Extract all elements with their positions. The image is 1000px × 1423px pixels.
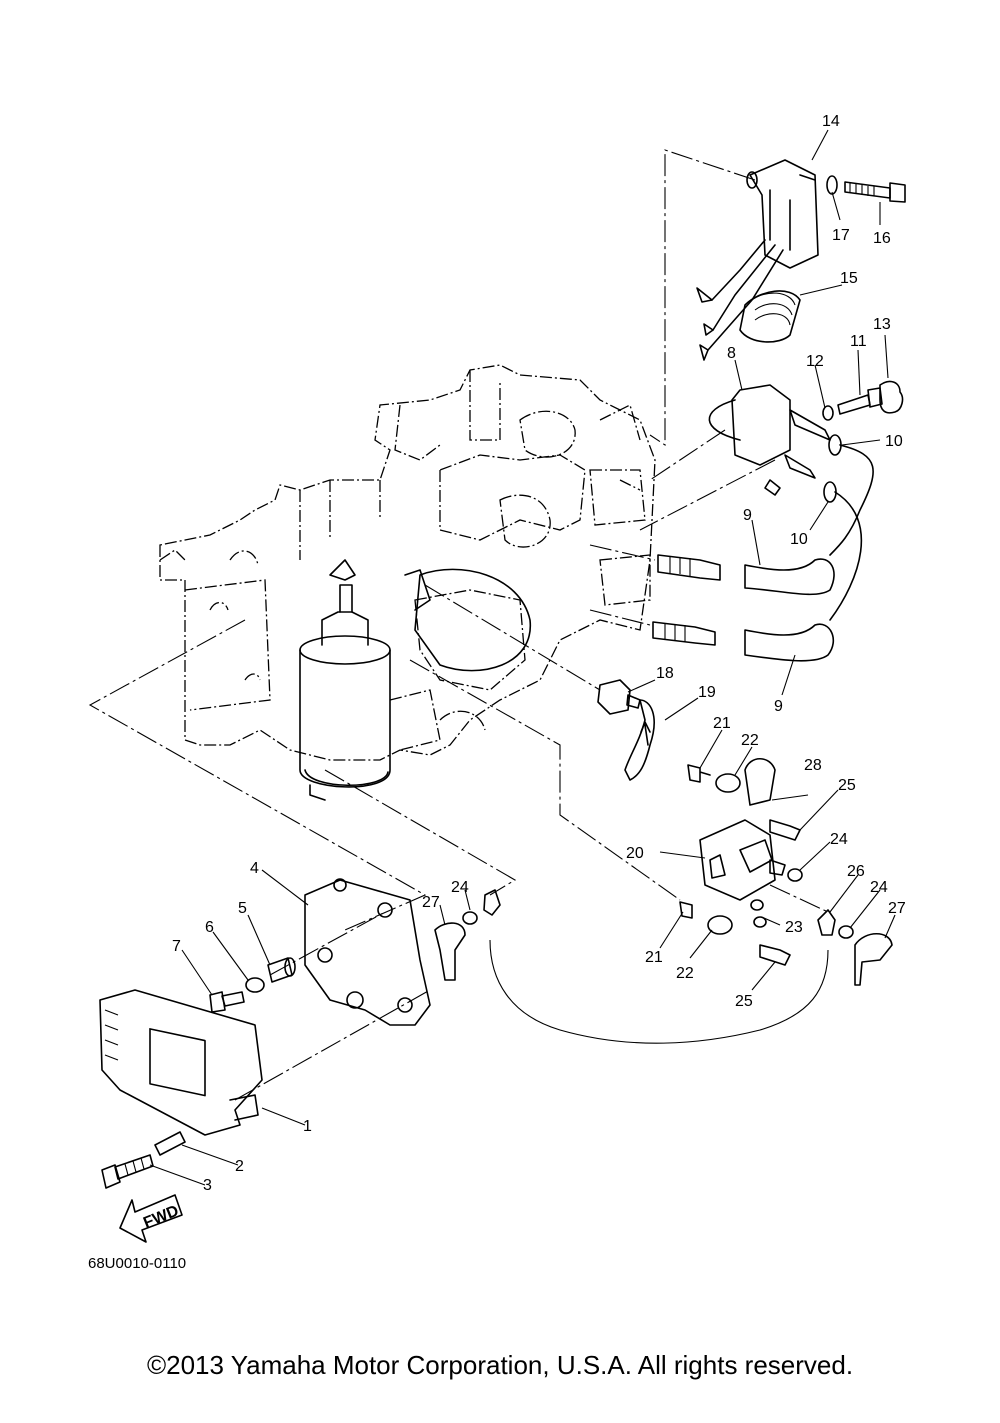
arrow-19 — [640, 721, 651, 746]
callout-4: 4 — [250, 860, 259, 877]
washer-12 — [822, 405, 834, 421]
ignition-coil — [696, 159, 819, 361]
grommet-5 — [267, 957, 296, 983]
callout-15: 15 — [840, 270, 858, 287]
nut-24-right — [838, 925, 854, 939]
callout-19: 19 — [698, 684, 716, 701]
grommet-22-lower — [707, 915, 733, 935]
callout-9b: 9 — [774, 698, 783, 715]
callout-11: 11 — [850, 333, 867, 350]
corrugated-tube-15 — [739, 290, 801, 343]
connect-thermo — [424, 584, 601, 691]
callout-21b: 21 — [645, 949, 663, 966]
callout-1: 1 — [303, 1118, 312, 1135]
callout-23: 23 — [785, 919, 803, 936]
copyright-notice: ©2013 Yamaha Motor Corporation, U.S.A. A… — [146, 1350, 854, 1380]
callout-12: 12 — [806, 353, 824, 370]
callout-labels: 1 2 3 4 5 6 7 8 9 9 10 10 11 12 13 14 15… — [172, 113, 906, 1194]
callout-9a: 9 — [743, 507, 752, 524]
callout-6: 6 — [205, 919, 214, 936]
callout-10b: 10 — [790, 531, 808, 548]
callout-24c: 24 — [451, 879, 469, 896]
cap-27-left — [434, 922, 466, 981]
callout-17: 17 — [832, 227, 850, 244]
fwd-arrow: FWD — [119, 1194, 183, 1243]
callout-21a: 21 — [713, 715, 731, 732]
nut-24-left — [462, 911, 478, 925]
callout-25b: 25 — [735, 993, 753, 1010]
callout-2: 2 — [235, 1158, 244, 1175]
connect-coil8 — [639, 429, 776, 531]
washer-left — [746, 171, 758, 189]
washer-17 — [826, 175, 838, 195]
lead-terminal-26 — [817, 909, 836, 936]
callout-25a: 25 — [838, 777, 856, 794]
cap-27-right — [854, 932, 893, 986]
nut-24-a — [787, 868, 803, 882]
callout-24b: 24 — [870, 879, 888, 896]
connect-plugs — [589, 544, 656, 626]
callout-8: 8 — [727, 345, 736, 362]
callout-28: 28 — [804, 757, 822, 774]
bolt-7 — [209, 991, 245, 1013]
clamp-28 — [744, 757, 776, 806]
callout-leaders — [149, 129, 896, 1186]
bolt-21-lower — [679, 901, 693, 919]
connect-bracket — [269, 911, 386, 976]
callout-13: 13 — [873, 316, 891, 333]
cap-19 — [624, 699, 655, 781]
callout-22a: 22 — [741, 732, 759, 749]
connect-cdi-front — [234, 989, 431, 1101]
battery-cable — [489, 939, 829, 1044]
plug-cap-9a — [744, 558, 835, 596]
ignition-coil-8 — [708, 384, 831, 496]
callout-27a: 27 — [888, 900, 906, 917]
connect-regulator — [409, 659, 681, 901]
cdi-unit-1 — [99, 989, 263, 1136]
callout-5: 5 — [238, 900, 247, 917]
callout-26: 26 — [847, 863, 865, 880]
callout-16: 16 — [873, 230, 891, 247]
clamp-13 — [879, 380, 904, 414]
bolt-16 — [844, 181, 906, 203]
connect-starter-cable — [324, 769, 517, 896]
callout-27b: 27 — [422, 894, 440, 911]
collar-6 — [245, 977, 265, 993]
callout-14: 14 — [822, 113, 840, 130]
rectifier-regulator-20 — [699, 819, 786, 901]
callout-24a: 24 — [830, 831, 848, 848]
bolt-21-upper — [687, 764, 711, 783]
callout-22b: 22 — [676, 965, 694, 982]
drawing-code: 68U0010-0110 — [88, 1255, 186, 1272]
spark-plug-upper — [657, 554, 721, 581]
bolt-25-lower — [759, 944, 791, 966]
lead-terminal-left — [483, 889, 501, 916]
connect-cdi — [88, 619, 427, 931]
bolt-3 — [101, 1154, 154, 1189]
nut-23-a — [750, 899, 764, 911]
callout-10a: 10 — [885, 433, 903, 450]
spark-plug-lower — [652, 621, 716, 646]
callout-3: 3 — [203, 1177, 212, 1194]
bracket-4 — [304, 878, 431, 1026]
callout-20: 20 — [626, 845, 644, 862]
bolt-11 — [837, 387, 883, 415]
bolt-25-upper — [769, 819, 801, 841]
plug-cap-9b — [744, 623, 834, 662]
starter-motor — [299, 559, 531, 801]
callout-7: 7 — [172, 938, 181, 955]
plug-wire-lower — [829, 491, 863, 621]
connect-coil — [649, 149, 756, 447]
grommet-22-upper — [715, 773, 741, 793]
callout-18: 18 — [656, 665, 674, 682]
plug-wire-upper — [829, 444, 874, 556]
connect-reg-right — [769, 884, 829, 913]
collar-2 — [154, 1131, 186, 1156]
engine-block-outline — [159, 364, 656, 761]
thermo-switch-18 — [597, 679, 641, 715]
nut-23-b — [753, 916, 767, 928]
